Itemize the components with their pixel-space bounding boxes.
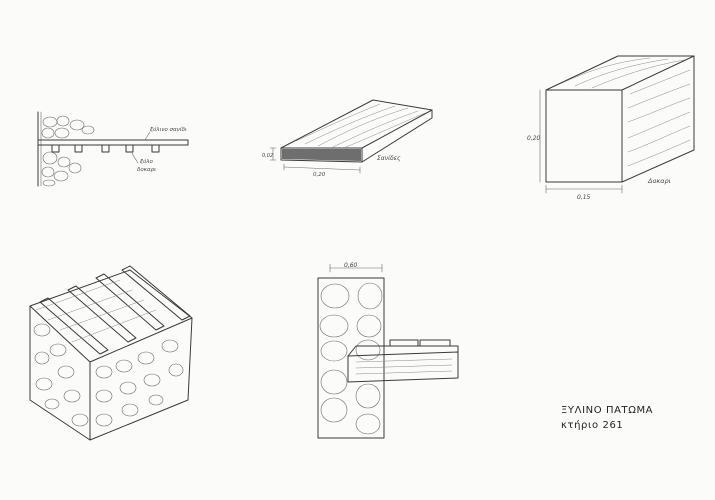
sketch-beam: 0,20 0,15 Δοκαρι [527,55,695,201]
title-block: ΞΥΛΙΝΟ ΠΑΤΩΜΑ κτήριο 261 [561,403,653,433]
drawing-subtitle: κτήριο 261 [561,420,624,431]
sketch-wall-beam-section: 0,60 [317,262,459,439]
dim-plank-width: 0,20 [313,172,326,178]
dim-plank-height: 0,02 [262,153,273,159]
sketch-plank: 0,02 0,20 Σανίδες [262,99,433,178]
label-wooden-board: ξύλινο σανίδι [149,126,187,133]
label-wood: ξύλο [139,158,154,165]
label-planks: Σανίδες [377,155,401,162]
sketch-wall-floor-section: ξύλινο σανίδι ξύλο δοκαρι [37,111,189,187]
dim-beam-width: 0,15 [577,194,591,201]
drawing-title: ΞΥΛΙΝΟ ΠΑΤΩΜΑ [561,405,654,416]
dim-beam-height: 0,20 [527,135,541,142]
sketch-isometric-floor [29,265,193,441]
label-joist: δοκαρι [137,167,156,173]
dim-wall-width: 0,60 [344,262,358,269]
label-beam: Δοκαρι [647,177,671,185]
